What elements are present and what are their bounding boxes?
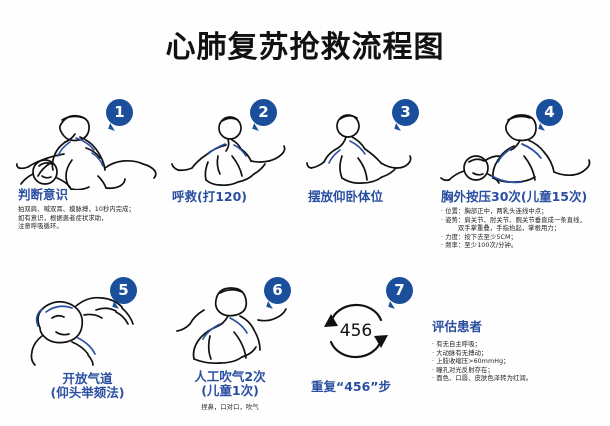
step-body-4-line-1: · 位置：胸部正中，两乳头连线中点； <box>441 208 548 215</box>
step-title-2: 呼救(打120) <box>172 189 248 204</box>
step-body-4-line-2: · 姿势：肩关节、肘关节、腕关节垂直成一条直线， <box>441 216 586 224</box>
step-badge-1: 1 <box>106 99 133 126</box>
step-badge-6: 6 <box>264 277 291 304</box>
step-badge-2: 2 <box>250 99 277 126</box>
step-title-7: 重复“456”步 <box>311 379 392 394</box>
step-title-3: 摆放仰卧体位 <box>308 189 384 204</box>
step-body-1: 拍双肩、喊双耳、摸脉搏，10秒内完成； 如有意识，根据患者症状求助， 注意呼吸循… <box>18 206 135 232</box>
illustration-step-4 <box>440 108 600 188</box>
assessment-item-5: · 面色、口唇、皮肤色泽转为红润。 <box>432 375 533 383</box>
step-body-4-line-5: · 频率：至少100次/分钟。 <box>441 242 518 250</box>
step-title-6: 人工吹气2次 (儿童1次) <box>155 370 305 398</box>
step-title-6-line-1: 人工吹气2次 <box>194 369 266 384</box>
repeat-loop-diagram: 456 <box>318 300 394 362</box>
illustration-step-5 <box>18 282 158 366</box>
assessment-item-2: · 大动脉有无搏动； <box>432 349 488 357</box>
step-body-6-line-1: 捏鼻，口对口，吹气 <box>201 404 259 411</box>
assessment-item-4: · 瞳孔对光反射存在； <box>432 366 494 374</box>
step-body-4-line-4: · 力度：按下去至少5CM； <box>441 233 517 241</box>
step-title-5: 开放气道 (仰头举颏法) <box>10 372 165 400</box>
illustration-step-2 <box>168 112 292 190</box>
step-title-1: 判断意识 <box>18 187 69 202</box>
step-body-6: 捏鼻，口对口，吹气 <box>155 404 305 413</box>
step-body-4: · 位置：胸部正中，两乳头连线中点； · 姿势：肩关节、肘关节、腕关节垂直成一条… <box>441 208 586 251</box>
step-title-6-line-2: (儿童1次) <box>201 383 259 398</box>
step-badge-7: 7 <box>386 277 413 304</box>
illustration-step-6 <box>170 280 300 366</box>
page-title: 心肺复苏抢救流程图 <box>165 30 445 65</box>
illustration-step-1 <box>12 104 162 190</box>
step-body-1-line-2: 如有意识，根据患者症状求助， <box>18 214 108 222</box>
step-body-1-line-1: 拍双肩、喊双耳、摸脉搏，10秒内完成； <box>18 206 135 213</box>
assessment-title: 评估患者 <box>432 319 483 334</box>
illustration-step-3 <box>306 108 426 190</box>
step-badge-4: 4 <box>536 99 563 126</box>
step-body-1-line-3: 注意呼吸循环。 <box>18 223 63 231</box>
repeat-loop-number: 456 <box>339 321 373 341</box>
step-title-4: 胸外按压30次(儿童15次) <box>441 189 588 204</box>
step-badge-5: 5 <box>110 277 137 304</box>
step-title-5-line-2: (仰头举颏法) <box>50 385 125 400</box>
assessment-list: · 有无自主呼吸； · 大动脉有无搏动； · 上肢收缩压>60mmHg； · 瞳… <box>432 341 532 384</box>
step-body-4-line-3: 双手掌重叠，手指抬起，掌根用力； <box>441 225 561 233</box>
assessment-item-1: · 有无自主呼吸； <box>432 341 481 348</box>
assessment-item-3: · 上肢收缩压>60mmHg； <box>432 358 510 366</box>
step-badge-3: 3 <box>392 99 419 126</box>
step-title-5-line-1: 开放气道 <box>62 371 113 386</box>
